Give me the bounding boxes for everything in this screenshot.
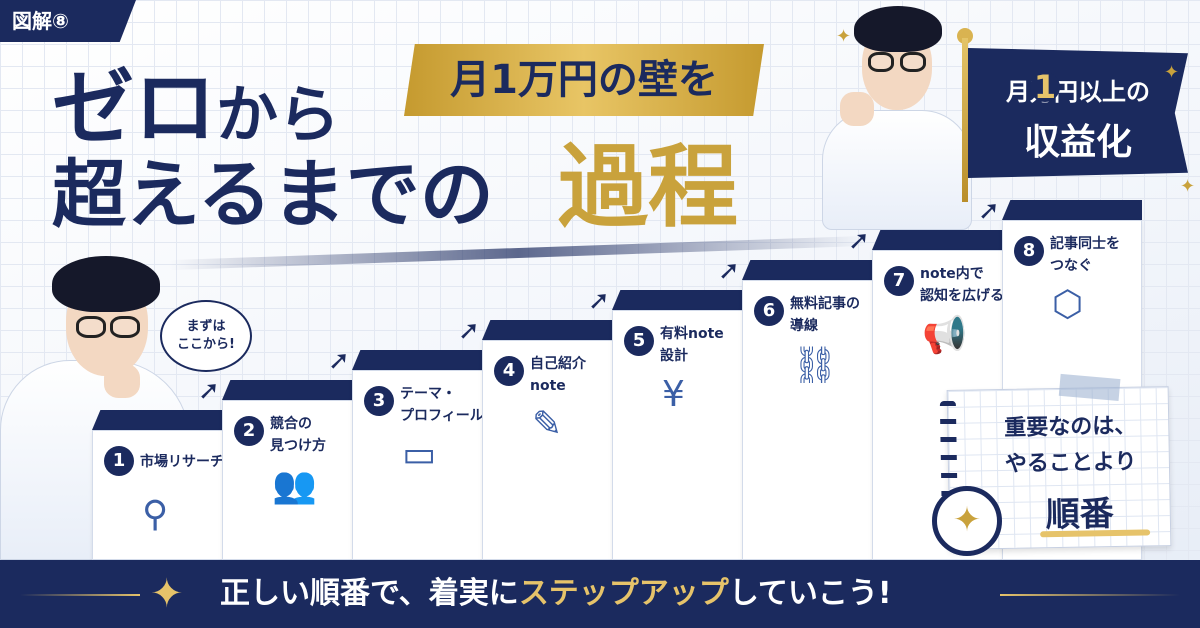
flag-prefix: 月 — [1006, 78, 1030, 106]
bubble-line-1: まずは — [186, 319, 226, 334]
yen-document-icon: ¥ — [662, 374, 685, 415]
person-top-glasses-left — [868, 52, 894, 72]
footer-bar: ✦ 正しい順番で、着実にステップアップしていこう! — [0, 560, 1200, 628]
step-label-line-1: テーマ・ — [400, 386, 456, 402]
footer-highlight: ステップアップ — [518, 576, 729, 611]
title-highlight: 過程 — [558, 134, 738, 240]
person-top-shirt — [822, 110, 972, 230]
person-top-hair — [854, 6, 942, 52]
footer-line-right — [1000, 594, 1180, 596]
title-line-2: 超えるまでの — [52, 152, 494, 238]
step-label-line-1: 自己紹介 — [530, 356, 586, 372]
link-icon: ⛓ — [792, 345, 838, 386]
step-riser — [742, 260, 882, 280]
step-arrow-icon: ➚ — [978, 196, 1000, 226]
step-label-line-2: 導線 — [790, 318, 818, 334]
person-left-hand — [104, 364, 140, 398]
step-riser — [482, 320, 622, 340]
step-number: 6 — [754, 296, 784, 326]
memo-line-3: 順番 — [1045, 494, 1115, 536]
step-label-line-1: 競合の — [270, 416, 312, 432]
memo-line-2: やることより — [1004, 449, 1137, 477]
step-label-line-2: 認知を広げる — [920, 288, 1004, 304]
person-left-glasses-right — [110, 316, 140, 338]
sparkle-icon: ✦ — [1164, 62, 1180, 83]
step-number: 2 — [234, 416, 264, 446]
step-label-line-1: 有料note — [660, 326, 724, 342]
step-label-line-1: 市場リサーチ — [140, 454, 224, 470]
step-arrow-icon: ➚ — [848, 226, 870, 256]
compass-star-icon: ✦ — [150, 571, 184, 617]
search-icon: ⚲ — [142, 494, 169, 535]
step-arrow-icon: ➚ — [588, 286, 610, 316]
memo-line-1: 重要なのは、 — [1004, 413, 1137, 441]
flag-pole-top — [957, 28, 973, 44]
step-riser — [92, 410, 232, 430]
step-number: 8 — [1014, 236, 1044, 266]
step-label-line-1: 記事同士を — [1050, 236, 1120, 252]
figure-badge: 図解⑧ — [0, 0, 136, 42]
edit-document-icon: ✎ — [532, 404, 563, 445]
footer-after: していこう! — [728, 576, 892, 611]
step-label-line-2: つなぐ — [1050, 258, 1092, 274]
compass-icon: ✦ — [932, 486, 1002, 556]
users-icon: 👥 — [272, 465, 317, 506]
step-riser — [612, 290, 752, 310]
step-riser — [1002, 200, 1142, 220]
step-number: 1 — [104, 446, 134, 476]
step-riser — [352, 350, 492, 370]
megaphone-icon: 📢 — [922, 315, 967, 356]
step-number: 5 — [624, 326, 654, 356]
footer-before: 正しい順番で、着実に — [220, 576, 519, 611]
person-left-glasses-left — [76, 316, 106, 338]
title-small: から — [216, 78, 341, 151]
step-riser — [222, 380, 362, 400]
step-label-line-2: 設計 — [660, 348, 688, 364]
step-label-line-2: note — [530, 378, 566, 394]
sparkle-icon: ✦ — [836, 26, 852, 47]
step-arrow-icon: ➚ — [458, 316, 480, 346]
person-top-glasses-right — [900, 52, 926, 72]
step-number: 4 — [494, 356, 524, 386]
step-card-6 — [742, 280, 882, 560]
footer-line-left — [20, 594, 140, 596]
bubble-line-2: ここから! — [177, 337, 235, 352]
person-top-fist — [840, 92, 874, 126]
flag-number: 1 — [1030, 71, 1060, 103]
step-riser — [872, 230, 1012, 250]
step-label-line-1: note内で — [920, 266, 984, 282]
step-number: 7 — [884, 266, 914, 296]
flag-pole — [962, 38, 968, 202]
step-number: 3 — [364, 386, 394, 416]
network-icon: ⬡ — [1052, 284, 1084, 325]
title-main: ゼロ — [52, 60, 217, 156]
title-line-1: ゼロから — [52, 62, 340, 161]
step-label-line-2: 見つけ方 — [270, 438, 326, 454]
step-label-line-1: 無料記事の — [790, 296, 860, 312]
step-arrow-icon: ➚ — [198, 376, 220, 406]
memo-underline — [1040, 529, 1151, 538]
flag-line-2: 収益化 — [1023, 122, 1132, 163]
footer-message: 正しい順番で、着実にステップアップしていこう! — [220, 560, 892, 628]
step-arrow-icon: ➚ — [328, 346, 350, 376]
person-left-hair — [52, 256, 160, 312]
profile-card-icon: ▭ — [402, 434, 437, 475]
speech-bubble: まずは ここから! — [160, 300, 252, 372]
step-label-line-2: プロフィール — [400, 408, 484, 424]
sparkle-icon: ✦ — [1180, 176, 1196, 197]
memo-tape — [1058, 373, 1121, 402]
step-arrow-icon: ➚ — [718, 256, 740, 286]
subtitle-banner: 月1万円の壁を — [404, 44, 764, 116]
